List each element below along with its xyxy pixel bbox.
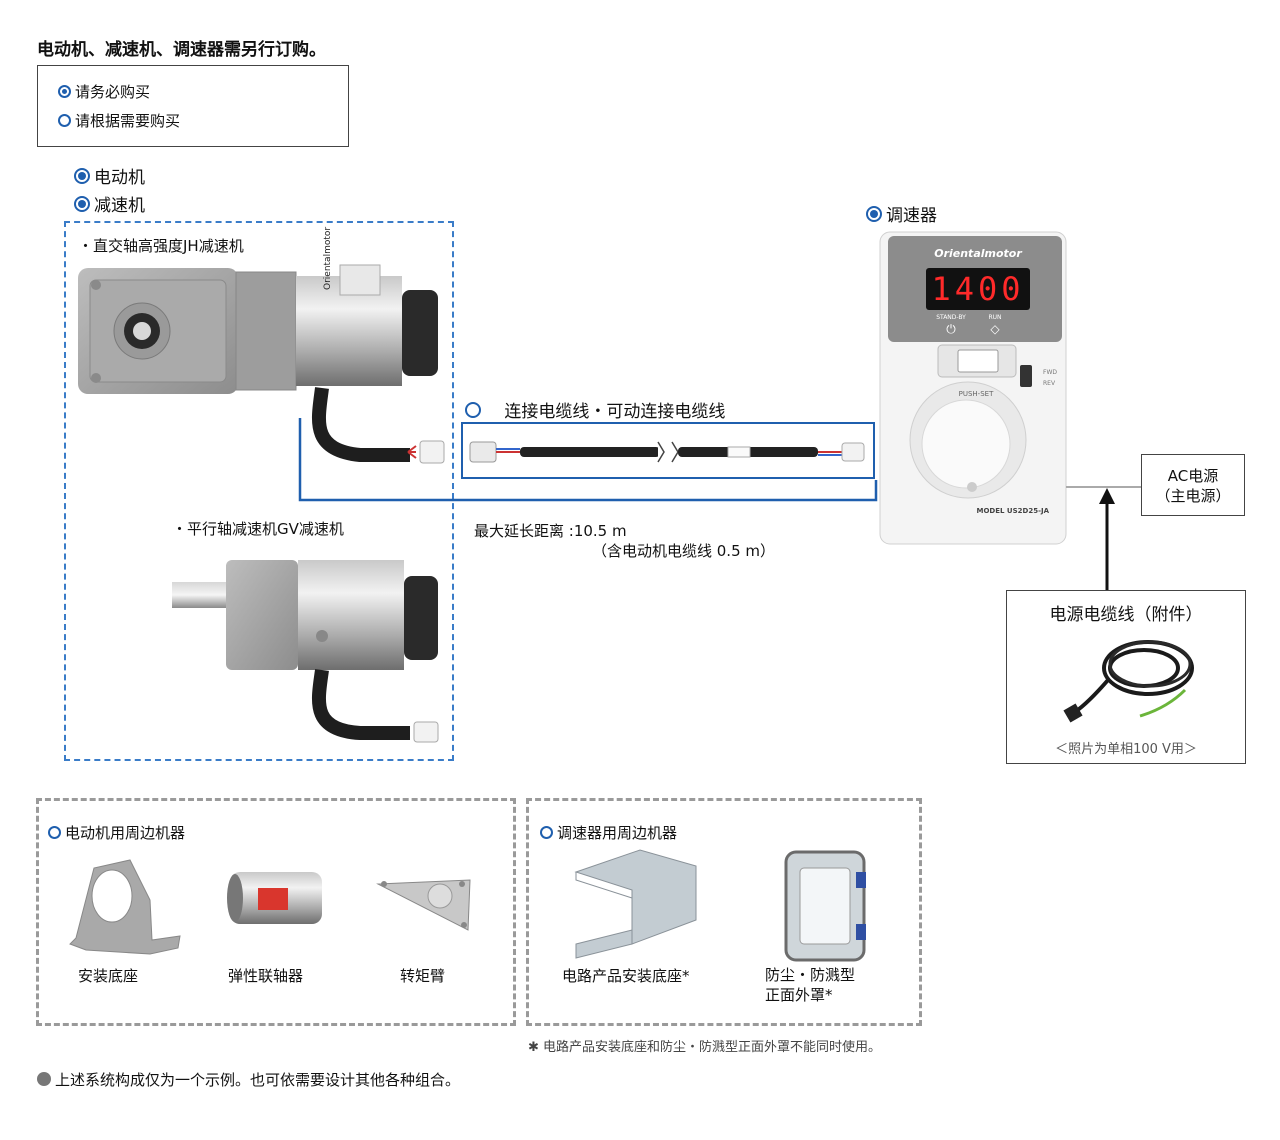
- jh-connector: [419, 440, 445, 464]
- filled-circle-icon: [74, 196, 90, 212]
- speed-knob: [921, 399, 1011, 489]
- motor-peripherals-group: [36, 798, 516, 1026]
- legend-optional: 请根据需要购买: [58, 110, 180, 131]
- push-set-label: PUSH-SET: [959, 390, 994, 398]
- power-cable-illustration: [1063, 640, 1194, 723]
- filled-circle-icon: [74, 168, 90, 184]
- gv-connector: [413, 721, 439, 743]
- controller-display-value: 1400: [931, 270, 1024, 308]
- ac-power-line1: AC电源: [1167, 467, 1219, 485]
- motor-gear-group: [64, 221, 454, 761]
- motor-peripherals-title-text: 电动机用周边机器: [65, 824, 186, 842]
- motor-peripheral-illustrations: [69, 859, 471, 955]
- coupling-label: 弹性联轴器: [228, 967, 304, 985]
- empty-circle-icon: [58, 114, 71, 127]
- footnote: ✱ 电路产品安装底座和防尘・防溅型正面外罩不能同时使用。: [528, 1040, 882, 1055]
- controller-peripherals-title: 调速器用周边机器: [540, 822, 677, 843]
- gv-motor-illustration: [172, 560, 439, 743]
- jh-motor-brand: Orientalmotor: [323, 227, 333, 290]
- power-cable-caption: ＜照片为单相100 V用＞: [1055, 742, 1197, 757]
- filled-circle-icon: [58, 85, 71, 98]
- controller-label-text: 调速器: [886, 206, 937, 226]
- gv-gear-label: ・平行轴减速机GV减速机: [172, 520, 344, 538]
- gv-output-shaft: [172, 582, 228, 608]
- controller-model: MODEL US2D25-JA: [977, 507, 1050, 515]
- cable-note: （含电动机电缆线 0.5 m）: [592, 542, 776, 560]
- rev-label: REV: [1043, 380, 1056, 387]
- controller-peripherals-group: [526, 798, 922, 1026]
- mounting-base-label: 安装底座: [78, 967, 139, 985]
- empty-circle-icon: [540, 826, 553, 839]
- filled-circle-icon: [866, 206, 882, 222]
- cable-illustration: [469, 441, 865, 463]
- controller-peripheral-illustrations: [574, 849, 866, 962]
- legend-optional-label: 请根据需要购买: [75, 112, 181, 130]
- controller-label: 调速器: [866, 201, 937, 226]
- gv-motor-body: [298, 560, 404, 670]
- connection-line: [298, 418, 878, 502]
- bottom-note: 上述系统构成仅为一个示例。也可依需要设计其他各种组合。: [37, 1069, 460, 1090]
- motor-label-text: 电动机: [94, 168, 145, 188]
- gv-gearbox: [226, 560, 298, 670]
- controller-illustration: [879, 231, 1067, 545]
- circuit-base-label: 电路产品安装底座*: [562, 967, 690, 985]
- ac-power-line2: （主电源）: [1155, 487, 1231, 505]
- torque-arm-label: 转矩臂: [400, 967, 446, 985]
- jh-gear-label: ・直交轴高强度JH减速机: [78, 237, 244, 255]
- ac-power-box: AC电源 （主电源）: [1141, 454, 1245, 516]
- gv-motor-fan-cover: [404, 576, 438, 660]
- legend-required: 请务必购买: [58, 81, 150, 102]
- front-cover-label-line1: 防尘・防溅型: [765, 966, 856, 984]
- power-cable-title: 电源电缆线（附件）: [1049, 605, 1203, 625]
- cable-label-text: 连接电缆线・可动连接电缆线: [504, 402, 726, 422]
- circuit-base-illustration: [574, 849, 697, 945]
- header-note: 电动机、减速机、调速器需另行订购。: [37, 40, 326, 60]
- front-cover-label-line2: 正面外罩*: [765, 986, 833, 1004]
- run-label: RUN: [988, 314, 1001, 321]
- cable-max-distance: 最大延长距离 :10.5 m: [474, 522, 627, 540]
- controller-brand: Orientalmotor: [934, 247, 1022, 260]
- cable-label: 连接电缆线・可动连接电缆线: [465, 397, 725, 422]
- empty-circle-icon: [48, 826, 61, 839]
- controller-display: [926, 268, 1030, 310]
- standby-label: STAND-BY: [936, 314, 966, 321]
- power-standby-icon: ⏻: [946, 322, 956, 336]
- direction-switch: [1020, 365, 1032, 387]
- legend-box: 请务必购买 请根据需要购买: [37, 65, 349, 147]
- motor-label: 电动机: [74, 163, 145, 188]
- motor-peripherals-title: 电动机用周边机器: [48, 822, 185, 843]
- power-cable-box: 电源电缆线（附件） ＜照片为单相100 V用＞: [1006, 590, 1246, 764]
- bullet-icon: [37, 1072, 51, 1086]
- fwd-label: FWD: [1043, 369, 1057, 376]
- gear-label: 减速机: [74, 191, 145, 216]
- controller-peripherals-title-text: 调速器用周边机器: [557, 824, 678, 842]
- power-plug: [1063, 703, 1083, 723]
- jh-motor-fan-cover: [402, 290, 438, 376]
- jh-motor-illustration: [78, 264, 445, 464]
- bottom-note-text: 上述系统构成仅为一个示例。也可依需要设计其他各种组合。: [55, 1071, 461, 1089]
- gear-label-text: 减速机: [94, 196, 145, 216]
- run-icon: ◇: [990, 322, 1000, 336]
- legend-required-label: 请务必购买: [75, 83, 151, 101]
- empty-circle-icon: [465, 402, 481, 418]
